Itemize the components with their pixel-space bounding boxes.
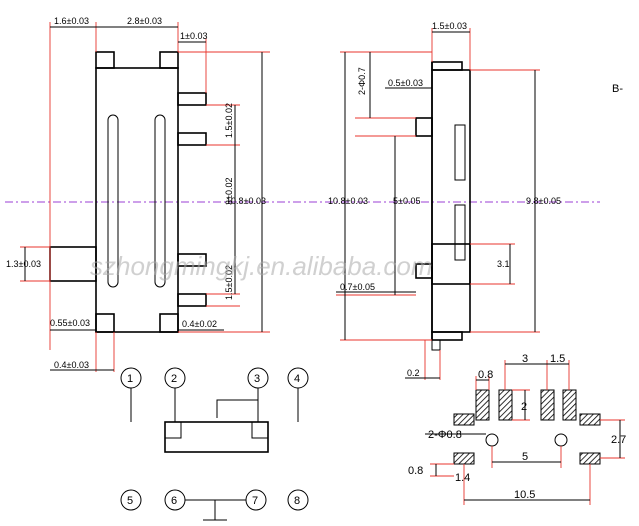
pad-2	[498, 389, 513, 421]
pin-label-6: 6	[171, 495, 177, 507]
pin-label-7: 7	[252, 495, 258, 507]
bottom-tab-left	[95, 313, 115, 333]
side-dim-hole: 2-Φ0.7	[357, 67, 367, 95]
slot-right	[154, 114, 166, 288]
pad-4	[562, 389, 577, 421]
watermark: szhongmingkj.en.alibaba.com	[90, 251, 433, 281]
side-groove-lower	[454, 204, 466, 261]
pad-1	[475, 389, 490, 421]
hole-right	[554, 433, 568, 447]
side-knob	[431, 243, 471, 285]
pad-right-bottom	[579, 452, 601, 465]
side-groove-upper	[454, 124, 466, 181]
pin-label-8: 8	[294, 495, 300, 507]
dim-top-mid: 2.8±0.03	[127, 16, 162, 26]
pin-label-2: 2	[171, 373, 177, 385]
fp-dim-holes: 2-Φ0.8	[428, 429, 462, 441]
dim-pin-pitch: 1.5±0.02	[224, 103, 234, 138]
fp-dim-pad-gap: 1.4	[455, 472, 470, 484]
fp-dim-row: 2.7	[611, 434, 626, 446]
dim-lower: 1.5±0.02	[224, 265, 234, 300]
fp-dim-pad-small: 0.8	[408, 465, 423, 477]
side-dim-right: 9.8±0.05	[526, 196, 561, 206]
pin-label-5: 5	[127, 495, 133, 507]
side-dim-lead: 0.2	[407, 368, 420, 378]
switch-body	[95, 67, 179, 333]
side-view: 1.5±0.03 2-Φ0.7 0.5±0.03 10.8±0.03 5±0.0…	[328, 21, 623, 380]
hole-left	[485, 433, 499, 447]
dim-top-right: 1±0.03	[180, 31, 207, 41]
pin-right-1	[177, 92, 207, 106]
bottom-tab-right	[159, 313, 179, 333]
dim-bottom-right: 0.4±0.02	[182, 319, 217, 329]
pad-left-bottom	[453, 452, 475, 465]
side-dim-knob: 3.1	[497, 259, 510, 269]
pin-label-3: 3	[254, 373, 260, 385]
pin-circle-5	[120, 489, 142, 511]
side-lead-lower	[415, 263, 433, 279]
dim-left-tab: 1.3±0.03	[6, 259, 41, 269]
dim-height: 10.8±0.03	[226, 196, 266, 206]
fp-dim-pitch-a: 3	[522, 353, 528, 365]
pad-3	[540, 389, 555, 421]
pad-left-top	[453, 413, 475, 426]
pin-right-4	[177, 293, 207, 307]
fp-dim-pad-h: 2	[521, 401, 527, 413]
side-dim-hole-offset: 0.5±0.03	[388, 78, 423, 88]
schematic-top: 1 2 3 4	[120, 367, 309, 453]
dim-center: 3±0.02	[224, 178, 234, 205]
pin-label-1: 1	[127, 373, 133, 385]
pad-right-top	[579, 413, 601, 426]
side-foot	[431, 339, 441, 351]
fp-dim-overall: 10.5	[514, 489, 535, 501]
side-dim-mid: 5±0.05	[393, 196, 420, 206]
side-lead	[415, 117, 433, 137]
slot-left	[107, 114, 119, 288]
schematic-switch	[164, 421, 269, 453]
pin-circle-8	[287, 489, 309, 511]
fp-dim-hole-span: 5	[522, 451, 528, 463]
side-dim-total: 10.8±0.03	[328, 196, 368, 206]
pin-right-3	[177, 253, 207, 267]
schematic-bottom: 5 6 7 8	[120, 489, 309, 521]
dim-bottom-below: 0.4±0.03	[54, 360, 89, 370]
fp-dim-pad-w: 0.8	[478, 369, 493, 381]
dim-bottom-left: 0.55±0.03	[50, 318, 90, 328]
fp-dim-pitch-b: 1.5	[550, 353, 565, 365]
pin-label-4: 4	[294, 373, 300, 385]
side-dim-top: 1.5±0.03	[432, 21, 467, 31]
front-view: 1.6±0.03 2.8±0.03 1±0.03 1.5±0.02 3±0.02…	[6, 16, 270, 372]
pcb-footprint: 0.8 3 1.5 2 2-Φ0.8 2.7 5 0.8 1.4 10.5	[408, 353, 626, 505]
top-tab-right	[159, 51, 179, 69]
section-label: B-	[612, 83, 623, 95]
top-tab-left	[95, 51, 115, 69]
side-bottom-lip	[431, 331, 463, 341]
side-dim-bottom-left: 0.7±0.05	[340, 282, 375, 292]
pin-right-2	[177, 132, 207, 146]
side-top-lip	[431, 61, 463, 71]
side-body	[431, 69, 471, 333]
dim-top-left: 1.6±0.03	[54, 16, 89, 26]
